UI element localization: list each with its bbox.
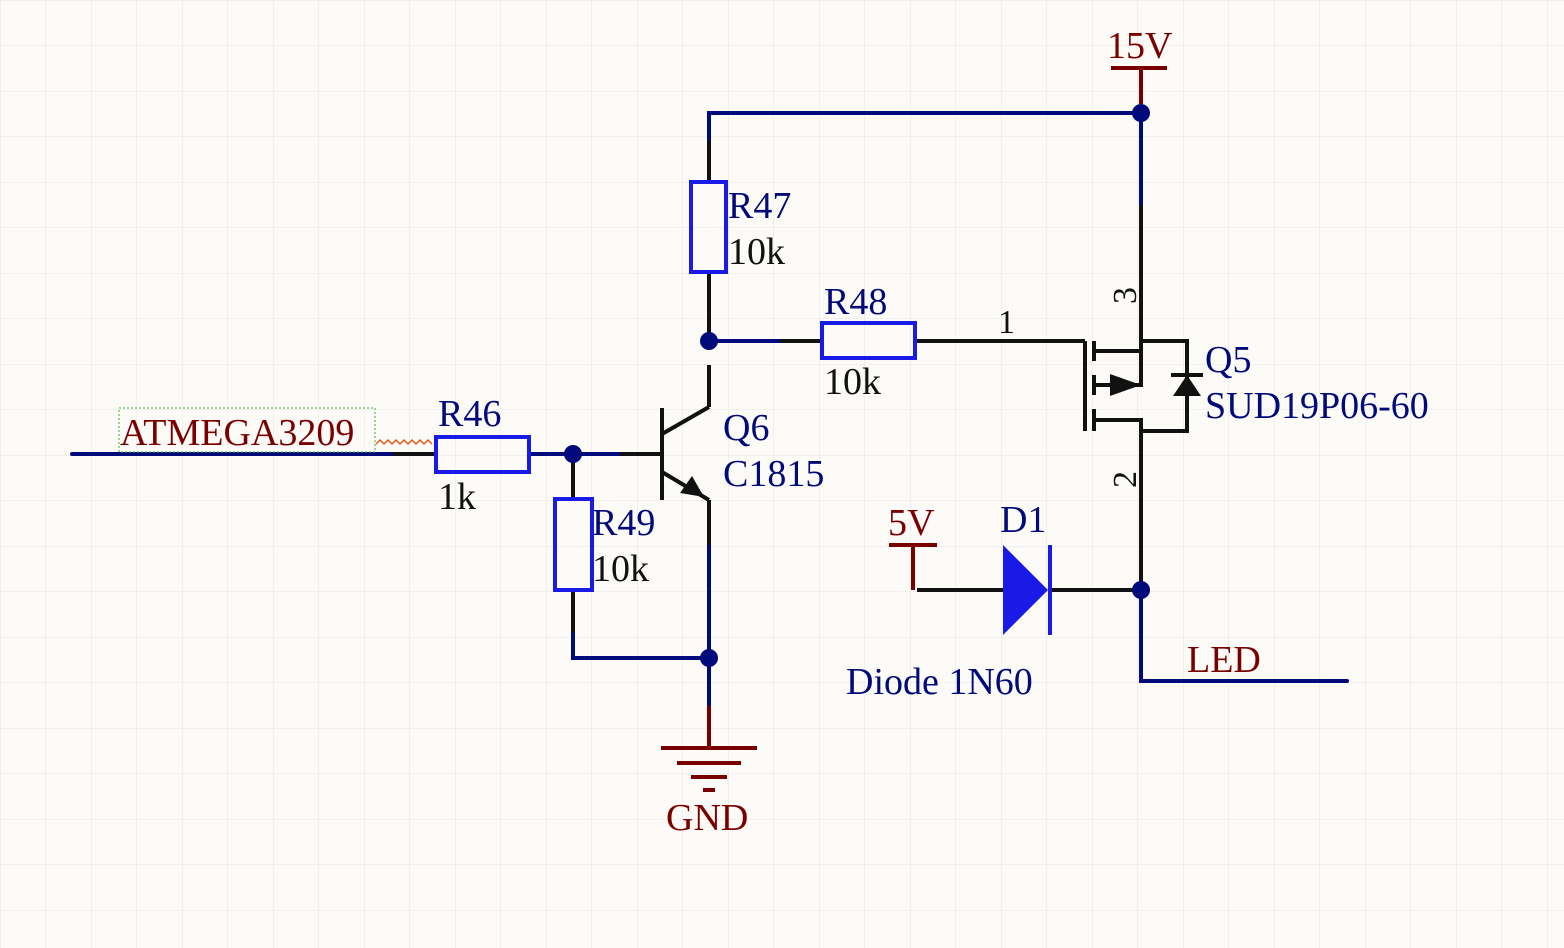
q5-pin-source: 3 (1107, 287, 1144, 304)
wire-top-rail[interactable] (707, 111, 1143, 207)
resistor-r47-body[interactable] (689, 180, 728, 274)
resistor-r47[interactable]: R47 10k (689, 180, 791, 274)
resistor-r46[interactable]: R46 1k (434, 393, 531, 518)
r46-ref: R46 (438, 393, 501, 435)
q5-ref: Q5 (1205, 339, 1251, 381)
q5-pin-gate: 1 (998, 304, 1015, 341)
resistor-r49[interactable]: R49 10k (553, 497, 655, 592)
junction-dot (1132, 581, 1150, 599)
gnd-label: GND (666, 797, 748, 839)
r47-value: 10k (728, 231, 785, 273)
net-label-selection-box (118, 407, 376, 453)
junctions (564, 104, 1150, 667)
r47-ref: R47 (728, 185, 791, 227)
q6-value: C1815 (723, 453, 824, 495)
junction-dot (700, 649, 718, 667)
power-15v[interactable]: 15V (1107, 25, 1173, 104)
resistor-r48[interactable]: R48 10k (820, 281, 917, 403)
resistor-r49-body[interactable] (553, 497, 594, 592)
warning-squiggle (375, 438, 433, 446)
q5-pin-drain: 2 (1107, 471, 1144, 488)
resistor-r46-body[interactable] (434, 435, 531, 474)
d1-value: Diode 1N60 (846, 661, 1033, 703)
q6-ref: Q6 (723, 407, 769, 449)
transistor-q6[interactable]: Q6 C1815 (660, 365, 824, 545)
diode-triangle-icon (1003, 545, 1048, 635)
net-label-output[interactable]: LED (1187, 639, 1261, 681)
r49-value: 10k (592, 548, 649, 590)
wire-drain-to-led[interactable] (1139, 588, 1349, 683)
junction-dot (1132, 104, 1150, 122)
ground-symbol[interactable]: GND (661, 706, 757, 839)
power-5v-label: 5V (888, 502, 935, 544)
r46-value: 1k (438, 476, 476, 518)
junction-dot (564, 445, 582, 463)
mosfet-q5[interactable]: 1 3 2 Q5 SUD19P06-60 (998, 287, 1429, 488)
r49-ref: R49 (592, 502, 655, 544)
junction-dot (700, 332, 718, 350)
mosfet-arrow-icon (1110, 374, 1141, 396)
body-diode-icon (1173, 375, 1201, 396)
power-15v-label: 15V (1107, 25, 1173, 67)
r48-value: 10k (824, 361, 881, 403)
resistor-r48-body[interactable] (820, 321, 917, 360)
net-label-output-text: LED (1187, 639, 1261, 681)
pin-leads (393, 140, 1143, 632)
wire-r49-to-gnd[interactable] (571, 630, 711, 660)
q5-value: SUD19P06-60 (1205, 385, 1429, 427)
r48-ref: R48 (824, 281, 887, 323)
net-label-input[interactable]: ATMEGA3209 (118, 407, 433, 454)
diode-d1[interactable]: D1 Diode 1N60 (846, 499, 1052, 703)
net-label-input-text: ATMEGA3209 (120, 412, 354, 454)
d1-ref: D1 (1000, 499, 1046, 541)
power-5v[interactable]: 5V (888, 502, 937, 590)
emitter-arrow-icon (680, 476, 704, 497)
